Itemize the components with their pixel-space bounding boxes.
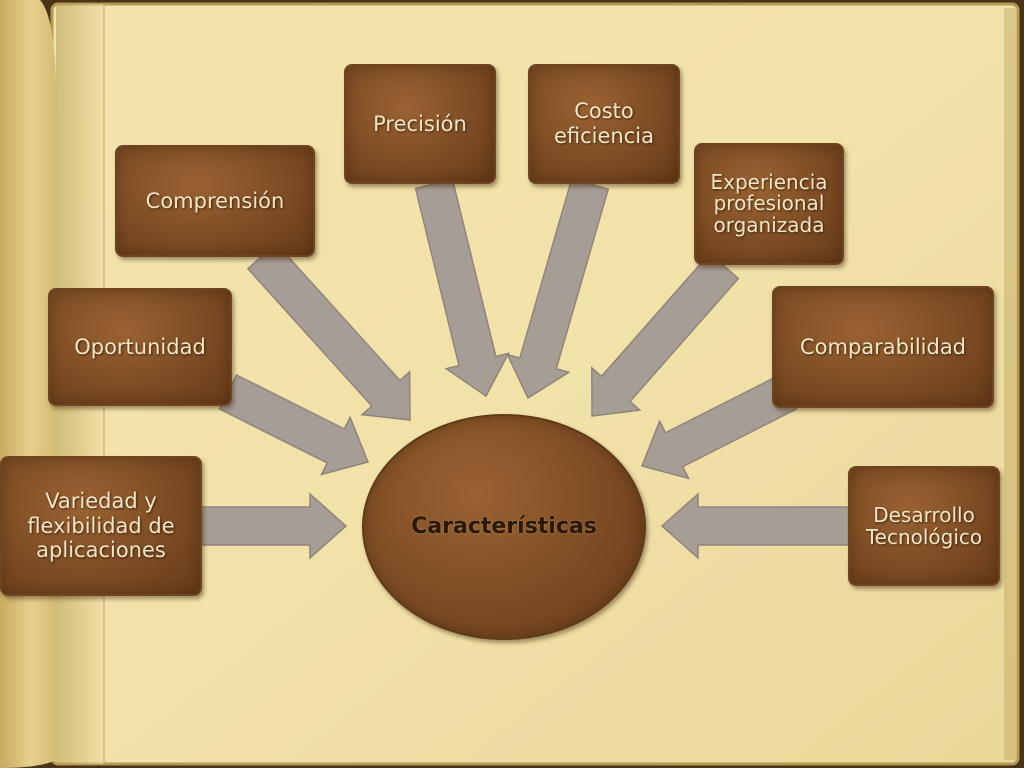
arrow-comprension (246, 242, 411, 421)
node-experiencia-profesional: Experiencia profesional organizada (694, 143, 844, 265)
node-caracteristicas: Características (362, 414, 646, 640)
arrow-oportunidad (218, 373, 370, 476)
arrow-experiencia (591, 252, 740, 417)
node-desarrollo-tecnologico: Desarrollo Tecnológico (848, 466, 1000, 586)
arrow-costo (505, 177, 610, 400)
node-comparabilidad: Comparabilidad (772, 286, 994, 408)
arrow-comparabilidad (640, 374, 798, 480)
arrow-precision (414, 178, 510, 398)
node-variedad-flexibilidad: Variedad y flexibilidad de aplicaciones (0, 456, 202, 596)
node-oportunidad: Oportunidad (48, 288, 232, 406)
node-costo-eficiencia: Costo eficiencia (528, 64, 680, 184)
arrow-desarrollo (660, 492, 851, 560)
node-comprension: Comprensión (115, 145, 315, 257)
node-precision: Precisión (344, 64, 496, 184)
arrow-variedad (199, 492, 348, 560)
